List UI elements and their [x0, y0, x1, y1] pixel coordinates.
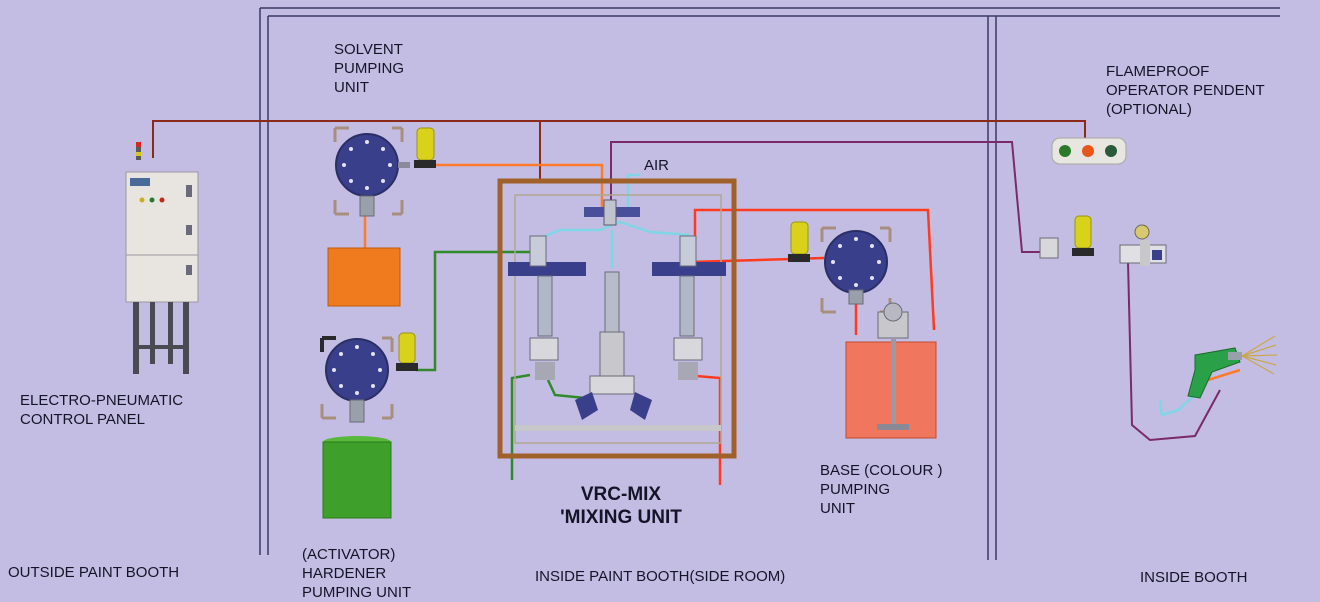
spray-gun-icon: [1187, 335, 1278, 399]
air-line: [539, 173, 1199, 417]
operator-pendent-label: FLAMEPROOF OPERATOR PENDENT (OPTIONAL): [1106, 63, 1265, 118]
zone-boundaries: [259, 7, 1280, 560]
base-pumping-unit-label: BASE (COLOUR ) PUMPING UNIT: [820, 462, 943, 517]
solvent-tank-icon: [327, 247, 401, 307]
hardener-pumping-unit-label: (ACTIVATOR) HARDENER PUMPING UNIT: [302, 546, 412, 601]
zone-inside-label: INSIDE BOOTH: [1140, 569, 1248, 586]
solvent-pumping-unit-label: SOLVENT PUMPING UNIT: [334, 41, 405, 96]
fluid-filter-icon: [396, 332, 418, 371]
diaphragm-pump-icon: [333, 126, 410, 217]
diaphragm-pump-icon: [820, 226, 892, 314]
air-label: AIR: [644, 157, 670, 174]
solvent-line: [363, 163, 1241, 382]
hardener-tank-icon: [322, 436, 392, 519]
mixed-material-line: [610, 141, 1221, 442]
agitator-icon: [877, 302, 909, 430]
solvent-pump-unit: [327, 126, 436, 307]
fluid-filter-icon: [1072, 215, 1094, 256]
mixing-unit: [497, 178, 737, 459]
zone-outside-label: OUTSIDE PAINT BOOTH: [8, 564, 180, 581]
fluid-filter-icon: [414, 127, 436, 168]
control-panel-cabinet-icon: [125, 142, 199, 374]
control-panel-label: ELECTRO-PNEUMATIC CONTROL PANEL: [20, 392, 184, 428]
base-pump-unit: [788, 221, 937, 439]
fluid-filter-icon: [788, 221, 810, 262]
pressure-gauge-icon: [1134, 224, 1150, 240]
zone-side-room-label: INSIDE PAINT BOOTH(SIDE ROOM): [535, 568, 786, 585]
mixing-valve-icon: [508, 235, 586, 380]
mixing-valve-icon: [652, 235, 726, 380]
gun-fluid-regulator: [1039, 215, 1167, 266]
operator-pendent-icon: [1051, 137, 1127, 165]
mixing-unit-title: VRC-MIX 'MIXING UNIT: [560, 484, 682, 528]
control-cable: [152, 120, 1086, 180]
hardener-pump-unit: [320, 332, 418, 519]
diaphragm-pump-icon: [320, 336, 394, 423]
